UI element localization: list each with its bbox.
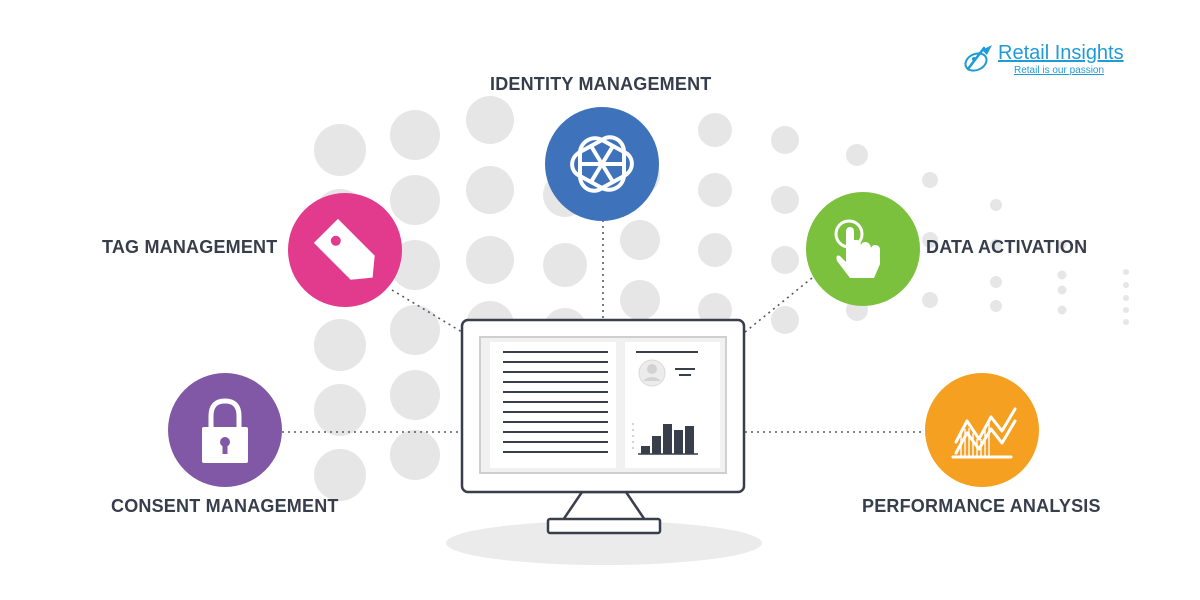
background-dot: [922, 292, 938, 308]
data-activation-node: [806, 192, 920, 306]
background-dot: [1057, 240, 1067, 250]
background-dot: [390, 430, 440, 480]
background-dot: [990, 276, 1002, 288]
background-dot: [314, 124, 366, 176]
connector-tag: [391, 289, 463, 333]
logo-tagline: Retail is our passion: [1014, 65, 1105, 76]
mini-axis-ticks: [632, 423, 634, 449]
background-dot: [990, 199, 1002, 211]
background-dot: [698, 113, 732, 147]
document-panel: [490, 342, 616, 468]
background-dot: [466, 236, 514, 284]
mini-bar-chart: [641, 424, 694, 454]
background-dot: [922, 232, 938, 248]
touch-hand-icon: [834, 219, 880, 278]
background-dot: [466, 166, 514, 214]
background-dot: [990, 239, 1002, 251]
document-text-lines: [503, 351, 608, 453]
background-dot: [314, 449, 366, 501]
background-dot: [390, 240, 440, 290]
data-activation-label: DATA ACTIVATION: [926, 237, 1088, 257]
logo-title: Retail Insights: [998, 42, 1124, 64]
connector-lines: [282, 220, 925, 433]
background-dot: [771, 186, 799, 214]
background-dot: [1123, 269, 1129, 275]
background-dot: [698, 173, 732, 207]
background-dot: [1057, 285, 1067, 295]
monitor-dashboard-icon: [446, 318, 762, 565]
monitor-stand-base: [546, 517, 662, 535]
background-dot: [314, 384, 366, 436]
background-dot: [1057, 305, 1067, 315]
monitor-stand-neck: [560, 490, 648, 522]
tag-management-node: [288, 193, 402, 307]
background-dot: [620, 280, 660, 320]
background-dot: [390, 370, 440, 420]
openai-knot-icon: [570, 135, 634, 193]
line-chart-icon: [951, 407, 1017, 459]
identity-management-node: [545, 107, 659, 221]
background-dot: [1123, 295, 1129, 301]
profile-panel: [625, 342, 720, 468]
background-dot: [990, 300, 1002, 312]
background-dot: [314, 319, 366, 371]
background-dot: [698, 233, 732, 267]
logo-mark-icon: [964, 45, 992, 72]
connector-data: [744, 277, 813, 333]
background-dot: [698, 293, 732, 327]
background-dot: [390, 305, 440, 355]
background-dot: [846, 144, 868, 166]
background-dot: [620, 220, 660, 260]
performance-analysis-node: [925, 373, 1039, 487]
background-dot: [771, 246, 799, 274]
retail-insights-logo[interactable]: Retail Insights Retail is our passion: [962, 42, 1142, 82]
monitor-shadow: [446, 521, 762, 565]
background-dot: [771, 306, 799, 334]
background-dot: [1123, 307, 1129, 313]
identity-management-label: IDENTITY MANAGEMENT: [490, 74, 712, 94]
price-tag-icon: [313, 218, 375, 280]
background-dot: [1057, 270, 1067, 280]
tag-management-label: TAG MANAGEMENT: [102, 237, 278, 257]
background-dot: [543, 243, 587, 287]
background-dot: [390, 175, 440, 225]
background-dot: [466, 96, 514, 144]
background-dot: [390, 110, 440, 160]
consent-management-label: CONSENT MANAGEMENT: [111, 496, 339, 516]
background-dot: [922, 172, 938, 188]
background-dot: [1123, 282, 1129, 288]
padlock-icon: [202, 398, 248, 463]
performance-analysis-label: PERFORMANCE ANALYSIS: [862, 496, 1101, 516]
consent-management-node: [168, 373, 282, 487]
background-dot: [771, 126, 799, 154]
background-dot: [1123, 319, 1129, 325]
